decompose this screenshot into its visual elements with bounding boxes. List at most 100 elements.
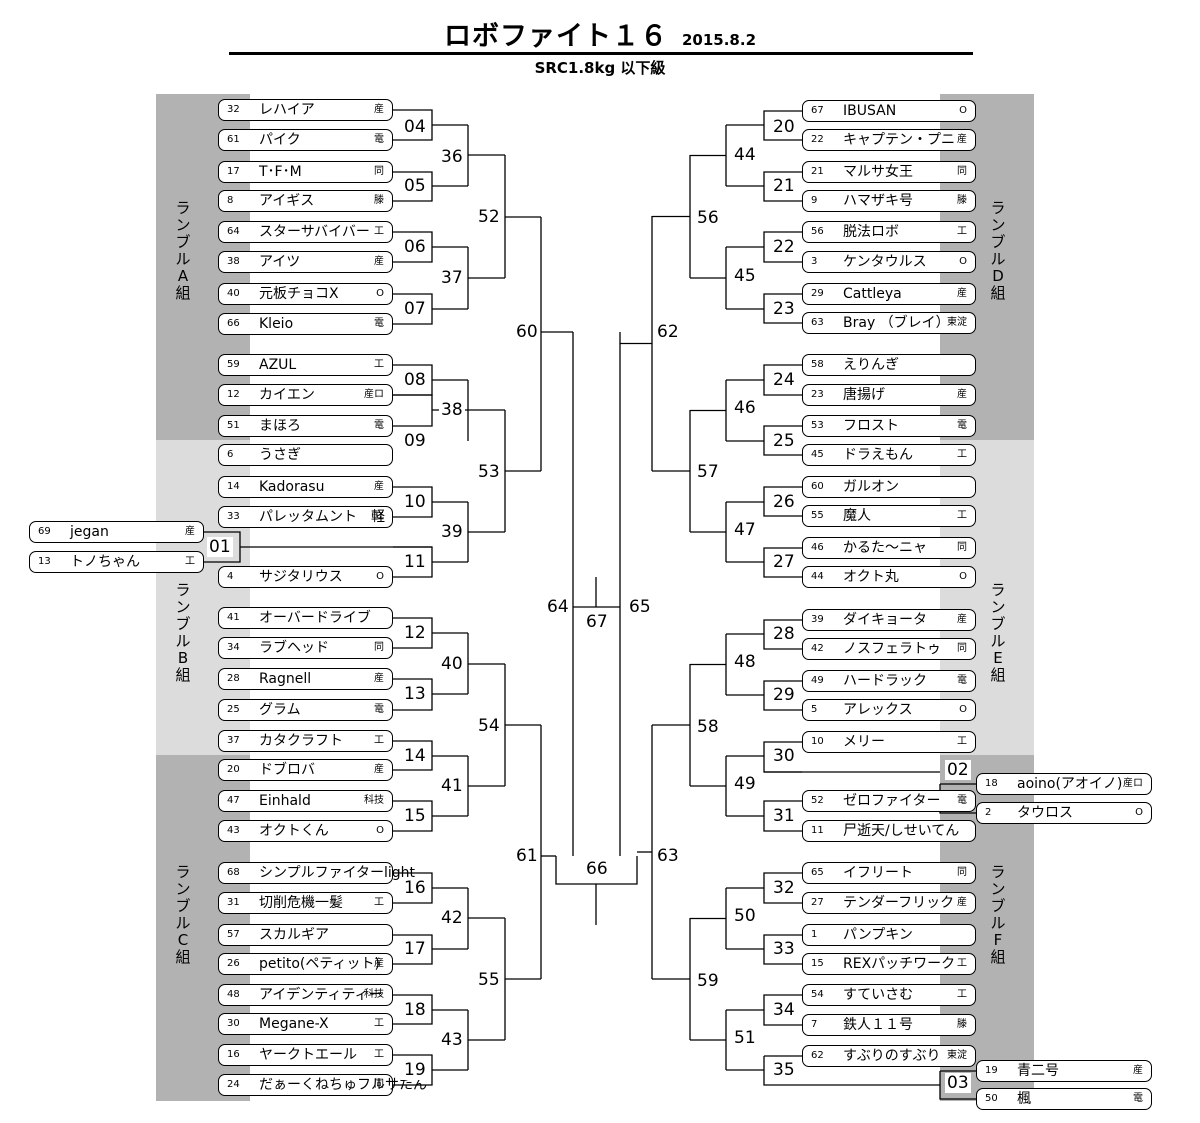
robot-affiliation: 同 — [957, 867, 967, 878]
robot-name: ダイキョータ — [843, 612, 927, 628]
match-number: 66 — [584, 859, 610, 879]
robot-name: すていさむ — [843, 987, 914, 1003]
entry-number: 19 — [985, 1065, 998, 1076]
entry-number: 13 — [38, 556, 51, 567]
robot-name: petito(ペティット) — [259, 956, 381, 972]
entry-number: 8 — [227, 195, 234, 206]
entry-number: 38 — [227, 256, 240, 267]
robot-name: メリー — [843, 734, 885, 750]
robot-affiliation: 産 — [374, 481, 384, 492]
match-number: 39 — [439, 522, 465, 542]
robot-affiliation: 科技 — [364, 989, 384, 1000]
robot-name: アイギス — [259, 193, 315, 209]
robot-name: 唐揚げ — [843, 387, 885, 403]
robot-affiliation: 産 — [374, 256, 384, 267]
robot-name: 元板チョコX — [259, 286, 339, 302]
robot-affiliation: 東淀 — [947, 1050, 967, 1061]
entry-number: 11 — [811, 825, 824, 836]
robot-affiliation: 電 — [957, 420, 967, 431]
robot-name: えりんぎ — [843, 357, 899, 373]
entry-number: 25 — [227, 704, 240, 715]
entry-number: 10 — [811, 736, 824, 747]
robot-affiliation: 産 — [1133, 1065, 1143, 1076]
robot-name: サジタリウス — [259, 569, 343, 585]
robot-name: パイク — [259, 132, 301, 148]
entry-number: 21 — [811, 166, 824, 177]
robot-affiliation: 産ロ — [364, 389, 384, 400]
robot-name: ゼロファイター — [843, 793, 941, 809]
group-e-label: ランブルE組 — [990, 581, 1006, 684]
entry-number: 23 — [811, 389, 824, 400]
entry-number: 48 — [227, 989, 240, 1000]
robot-affiliation: 産 — [957, 897, 967, 908]
group-c-label: ランブルC組 — [175, 863, 191, 966]
robot-affiliation: 電 — [957, 795, 967, 806]
match-number: 21 — [771, 176, 797, 196]
entry-number: 39 — [811, 614, 824, 625]
entry-number: 37 — [227, 735, 240, 746]
robot-name: グラム — [259, 702, 301, 718]
event-date: 2015.8.2 — [681, 31, 757, 49]
match-number: 35 — [771, 1060, 797, 1080]
match-number: 30 — [771, 746, 797, 766]
robot-affiliation: 産ロ — [1123, 778, 1143, 789]
match-number: 44 — [732, 145, 758, 165]
robot-affiliation: 産 — [957, 389, 967, 400]
match-number: 40 — [439, 654, 465, 674]
robot-name: トノちゃん — [70, 554, 140, 570]
robot-name: スカルギア — [259, 927, 329, 943]
entry-number: 67 — [811, 105, 824, 116]
robot-affiliation: 電 — [957, 675, 967, 686]
robot-name: IBUSAN — [843, 103, 897, 119]
robot-entry: 65 イフリート 同 — [802, 862, 976, 884]
entry-number: 62 — [811, 1050, 824, 1061]
title-text: ロボファイト１６ — [443, 21, 668, 52]
robot-affiliation: 工 — [957, 989, 967, 1000]
robot-name: パンプキン — [843, 927, 913, 943]
robot-affiliation: O — [1135, 807, 1143, 818]
robot-affiliation: 産 — [957, 134, 967, 145]
match-number: 05 — [402, 176, 428, 196]
group-f-label: ランブルF組 — [990, 863, 1006, 966]
robot-name: ガルオン — [843, 479, 899, 495]
entry-number: 46 — [811, 542, 824, 553]
entry-number: 9 — [811, 195, 818, 206]
match-number: 04 — [402, 117, 428, 137]
robot-name: ハマザキ号 — [843, 193, 913, 209]
entry-number: 55 — [811, 510, 824, 521]
robot-affiliation: 同 — [957, 643, 967, 654]
robot-affiliation: 工 — [957, 449, 967, 460]
match-number: 41 — [439, 776, 465, 796]
robot-name: イフリート — [843, 865, 913, 881]
bracket-connector — [596, 856, 638, 885]
entry-number: 65 — [811, 867, 824, 878]
robot-affiliation: 工 — [185, 556, 195, 567]
match-number: 26 — [771, 492, 797, 512]
robot-affiliation: O — [376, 571, 384, 582]
robot-name: かるた〜ニャ — [843, 540, 927, 556]
bracket-connector — [555, 856, 596, 885]
match-number: 56 — [695, 208, 721, 228]
entry-number: 47 — [227, 795, 240, 806]
entry-number: 64 — [227, 226, 240, 237]
robot-name: ケンタウルス — [843, 254, 927, 270]
entry-number: 54 — [811, 989, 824, 1000]
match-number: 15 — [402, 806, 428, 826]
